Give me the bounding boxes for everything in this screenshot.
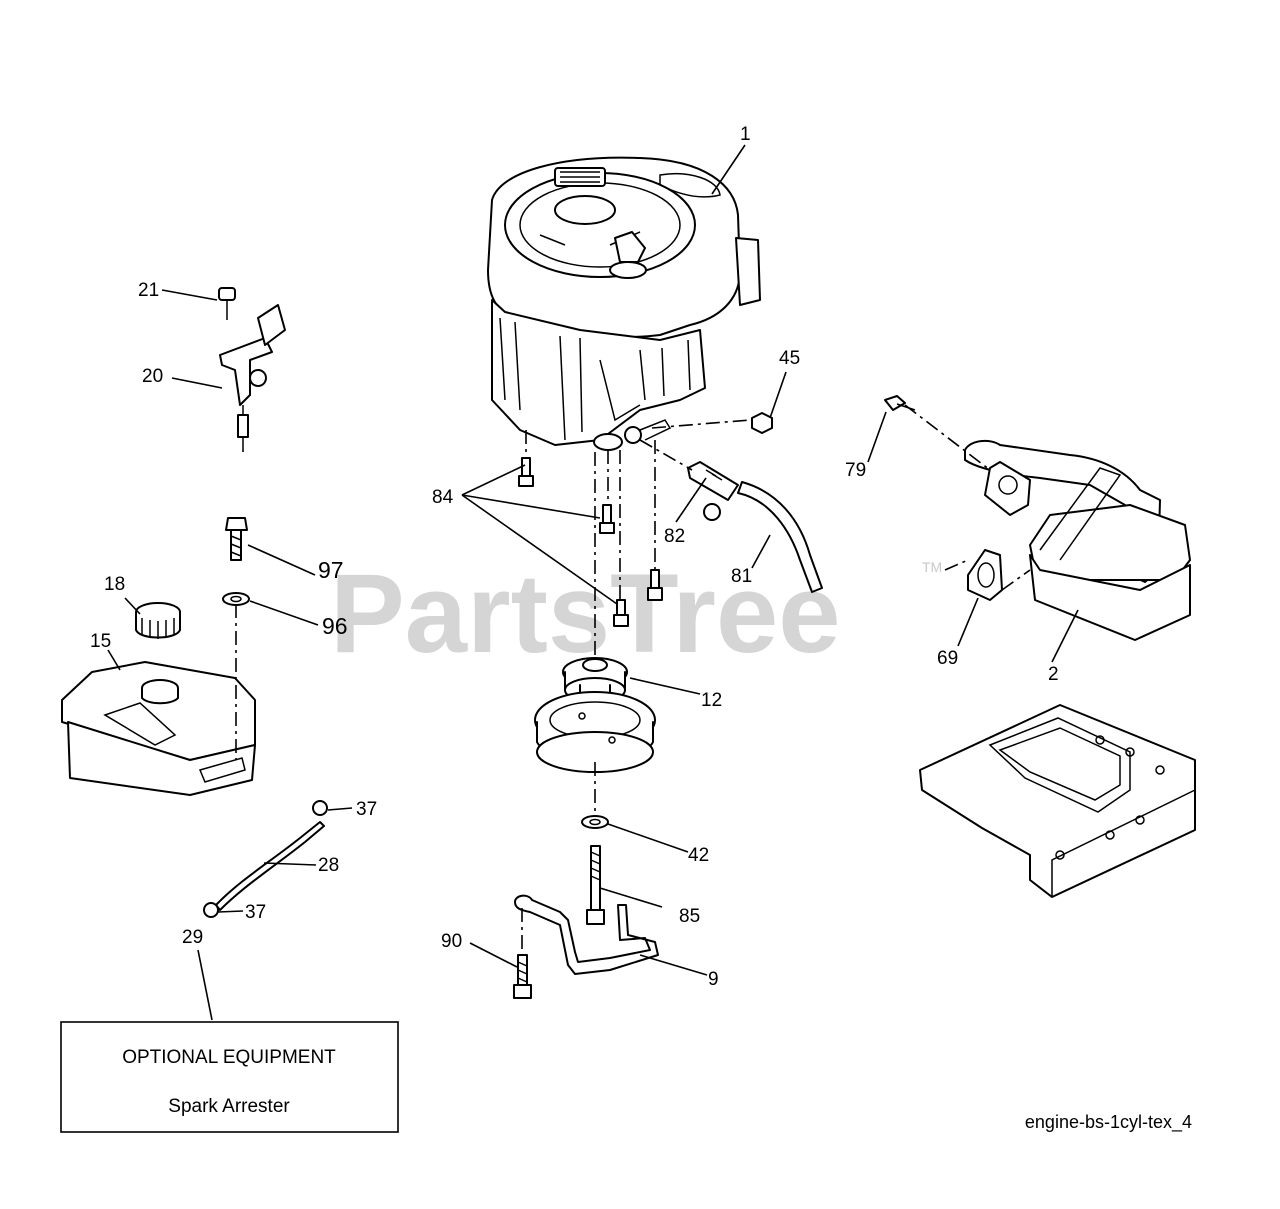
bolt-part-97[interactable] (225, 517, 248, 561)
callout-18[interactable]: 18 (104, 574, 125, 595)
engine-part[interactable] (487, 156, 761, 451)
callout-42[interactable]: 42 (688, 845, 709, 866)
fuel-tank-part[interactable] (61, 661, 256, 796)
callout-37-lower[interactable]: 37 (245, 902, 266, 923)
callout-90[interactable]: 90 (441, 931, 462, 952)
bolt-part-85[interactable] (586, 845, 605, 925)
optional-equipment-item: Spark Arrester (168, 1096, 290, 1117)
callout-2[interactable]: 2 (1048, 664, 1059, 685)
callout-37-upper[interactable]: 37 (356, 799, 377, 820)
callout-12[interactable]: 12 (701, 690, 722, 711)
gasket-part[interactable] (967, 549, 1003, 601)
bolt-part-79[interactable] (884, 395, 916, 411)
washer-part-96[interactable] (222, 592, 250, 606)
muffler-part[interactable] (964, 439, 1191, 641)
callout-labels: 1 2 9 12 15 18 20 21 28 29 37 37 42 45 6… (90, 124, 1059, 990)
callout-79[interactable]: 79 (845, 460, 866, 481)
bracket-part[interactable] (514, 894, 659, 975)
callout-82[interactable]: 82 (664, 526, 685, 547)
callout-96[interactable]: 96 (322, 613, 348, 639)
watermark-trademark: TM (922, 559, 942, 575)
callout-29[interactable]: 29 (182, 927, 203, 948)
throttle-control-part[interactable] (218, 287, 286, 450)
hose-part-81[interactable] (737, 481, 823, 593)
callout-21[interactable]: 21 (138, 280, 159, 301)
callout-85[interactable]: 85 (679, 906, 700, 927)
callout-9[interactable]: 9 (708, 969, 719, 990)
callout-1[interactable]: 1 (740, 124, 751, 145)
callout-97[interactable]: 97 (318, 557, 344, 583)
hose-clamp-part-a[interactable] (312, 800, 328, 816)
bolt-part-90[interactable] (513, 954, 532, 999)
fuel-cap-part[interactable] (135, 602, 181, 639)
callout-81[interactable]: 81 (731, 566, 752, 587)
washer-part-42[interactable] (581, 815, 609, 829)
pulley-part[interactable] (534, 657, 656, 773)
callout-84[interactable]: 84 (432, 487, 454, 508)
mount-plate-part[interactable] (919, 704, 1196, 898)
fitting-part[interactable] (687, 461, 739, 521)
watermark: PartsTree TM (330, 551, 942, 676)
callout-69[interactable]: 69 (937, 648, 958, 669)
callout-20[interactable]: 20 (142, 366, 163, 387)
callout-15[interactable]: 15 (90, 631, 111, 652)
hose-clamp-part-b[interactable] (203, 902, 219, 918)
bolts-part-84[interactable] (518, 457, 663, 627)
diagram-reference-code: engine-bs-1cyl-tex_4 (1025, 1112, 1192, 1133)
leader-lines (107, 144, 1079, 1021)
alignment-lines (235, 404, 1031, 955)
watermark-text: PartsTree (330, 551, 841, 676)
optional-equipment-box: OPTIONAL EQUIPMENT Spark Arrester (60, 1021, 399, 1133)
callout-28[interactable]: 28 (318, 855, 339, 876)
nut-part[interactable] (751, 412, 773, 434)
fuel-line-part[interactable] (215, 821, 325, 911)
callout-45[interactable]: 45 (779, 348, 800, 369)
optional-equipment-title: OPTIONAL EQUIPMENT (122, 1047, 336, 1068)
